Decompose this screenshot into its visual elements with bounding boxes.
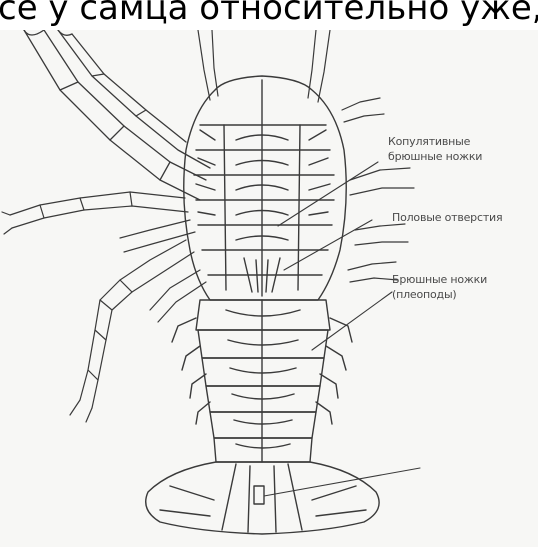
callout-line: Копулятивные — [388, 134, 482, 149]
crayfish-ventral-illustration: Копулятивные брюшные ножки Половые отвер… — [0, 30, 538, 547]
right-walking-legs — [342, 98, 414, 282]
callout-pleopods: Брюшные ножки (плеоподы) — [392, 272, 487, 302]
callout-line: Половые отверстия — [392, 210, 502, 225]
left-walking-legs — [2, 192, 206, 422]
callout-genital-openings: Половые отверстия — [392, 210, 502, 225]
abdomen — [172, 300, 352, 462]
cephalothorax — [184, 76, 347, 300]
callout-line: Брюшные ножки — [392, 272, 487, 287]
callout-line: брюшные ножки — [388, 149, 482, 164]
antennae — [198, 30, 330, 102]
callout-copulatory-legs: Копулятивные брюшные ножки — [388, 134, 482, 164]
callout-line: (плеоподы) — [392, 287, 487, 302]
left-claw — [24, 30, 210, 200]
tail-fan — [146, 462, 379, 534]
cropped-page-text: се у самца относительно уже, ч — [0, 0, 538, 30]
